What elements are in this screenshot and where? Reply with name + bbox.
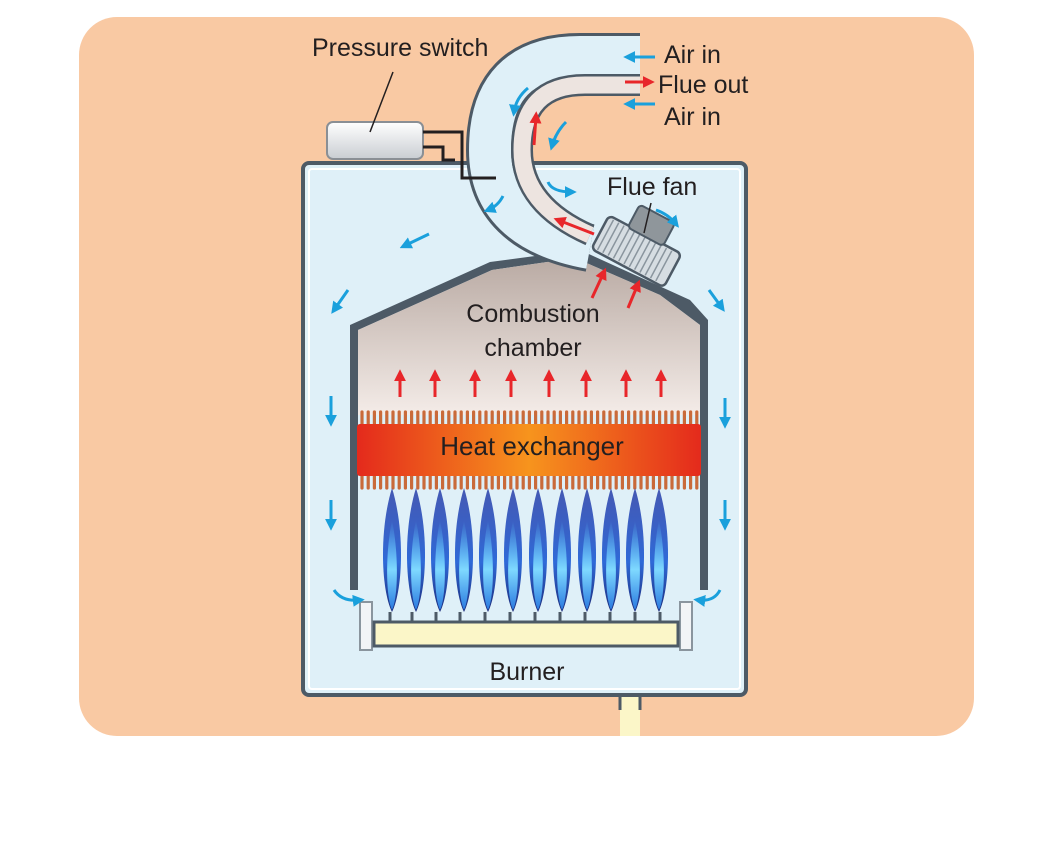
air-arrow-icon: [693, 589, 722, 607]
air-arrow-icon: [546, 181, 577, 198]
hot-gas-arrows: [394, 76, 667, 397]
flame-icon: [625, 488, 645, 612]
hot-arrow-icon: [529, 111, 542, 146]
label-burner: Burner: [489, 658, 564, 686]
flame-icon: [454, 488, 474, 612]
air-flow-arrows: [325, 51, 731, 607]
flame-icon: [406, 488, 426, 612]
flame-icon: [577, 488, 597, 612]
flue-fan-icon: [591, 204, 682, 287]
air-arrow-icon: [548, 120, 568, 151]
air-arrow-icon: [509, 86, 529, 117]
label-heat-exchanger: Heat exchanger: [440, 431, 624, 461]
hot-arrow-icon: [590, 267, 607, 299]
pressure-switch-leader: [369, 71, 394, 133]
hot-arrow-icon: [626, 279, 641, 309]
air-arrow-icon: [331, 289, 350, 314]
flame-icon: [382, 488, 402, 612]
label-combustion-chamber-line1: Combustion: [466, 300, 599, 328]
flue-pipe: [465, 33, 640, 272]
flue-fan-leader: [643, 202, 652, 234]
air-arrow-icon: [655, 208, 679, 228]
label-flue-out: Flue out: [658, 71, 748, 99]
flame-icon: [430, 488, 450, 612]
label-combustion-chamber-line2: chamber: [484, 334, 581, 362]
label-air-in-top: Air in: [664, 41, 721, 69]
label-air-in-bottom: Air in: [664, 103, 721, 131]
flame-icon: [649, 488, 669, 612]
flame-icon: [528, 488, 548, 612]
burner-flames: [382, 488, 669, 612]
heat-exchanger: [357, 410, 701, 490]
air-arrow-icon: [483, 195, 505, 213]
label-flue-fan: Flue fan: [607, 173, 697, 201]
flame-icon: [478, 488, 498, 612]
air-arrow-icon: [399, 232, 430, 249]
flame-icon: [601, 488, 621, 612]
air-arrow-icon: [332, 589, 365, 607]
flame-icon: [552, 488, 572, 612]
label-pressure-switch: Pressure switch: [312, 34, 488, 62]
flame-icon: [503, 488, 523, 612]
burner: [359, 601, 693, 651]
hot-arrow-icon: [553, 217, 595, 236]
pressure-switch: [326, 121, 496, 180]
air-arrow-icon: [707, 289, 725, 312]
